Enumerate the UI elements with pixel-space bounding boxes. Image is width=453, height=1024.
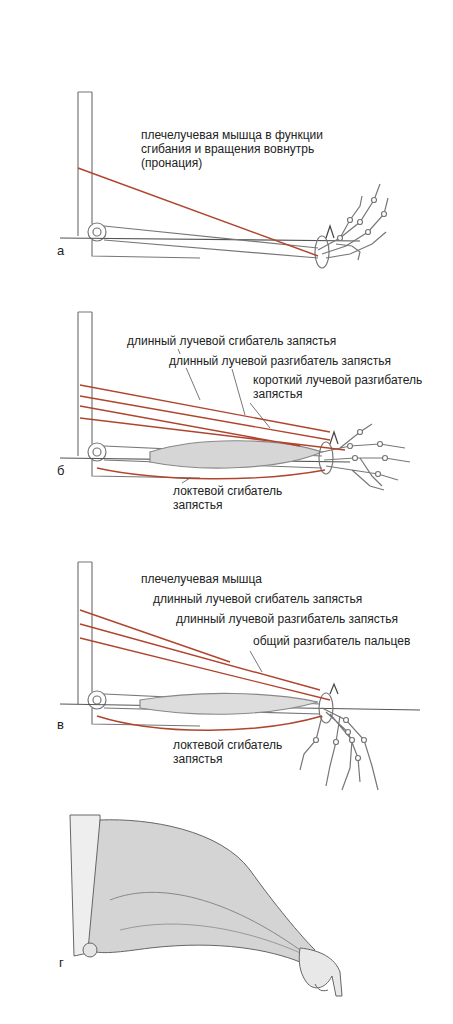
muscle-label: плечелучевая мышца в функции сгибания и …: [140, 128, 342, 170]
muscle-label: длинный лучевой сгибатель запястья: [152, 592, 363, 606]
panel-letter: а: [56, 244, 65, 258]
panel-letter: в: [56, 718, 65, 732]
muscle-label: общий разгибатель пальцев: [252, 634, 411, 648]
panel-letter: г: [58, 956, 65, 970]
muscle-label: длинный лучевой разгибатель запястья: [168, 354, 392, 368]
muscle-label: длинный лучевой разгибатель запястья: [175, 612, 399, 626]
muscle-label: локтевой сгибатель запястья: [172, 484, 299, 512]
muscle-label: локтевой сгибатель запястья: [172, 738, 299, 766]
muscle-label: длинный лучевой сгибатель запястья: [126, 334, 337, 348]
muscle-label: короткий лучевой разгибатель запястья: [252, 373, 439, 401]
panel-letter: б: [56, 464, 65, 478]
muscle-label: плечелучевая мышца: [140, 572, 263, 586]
